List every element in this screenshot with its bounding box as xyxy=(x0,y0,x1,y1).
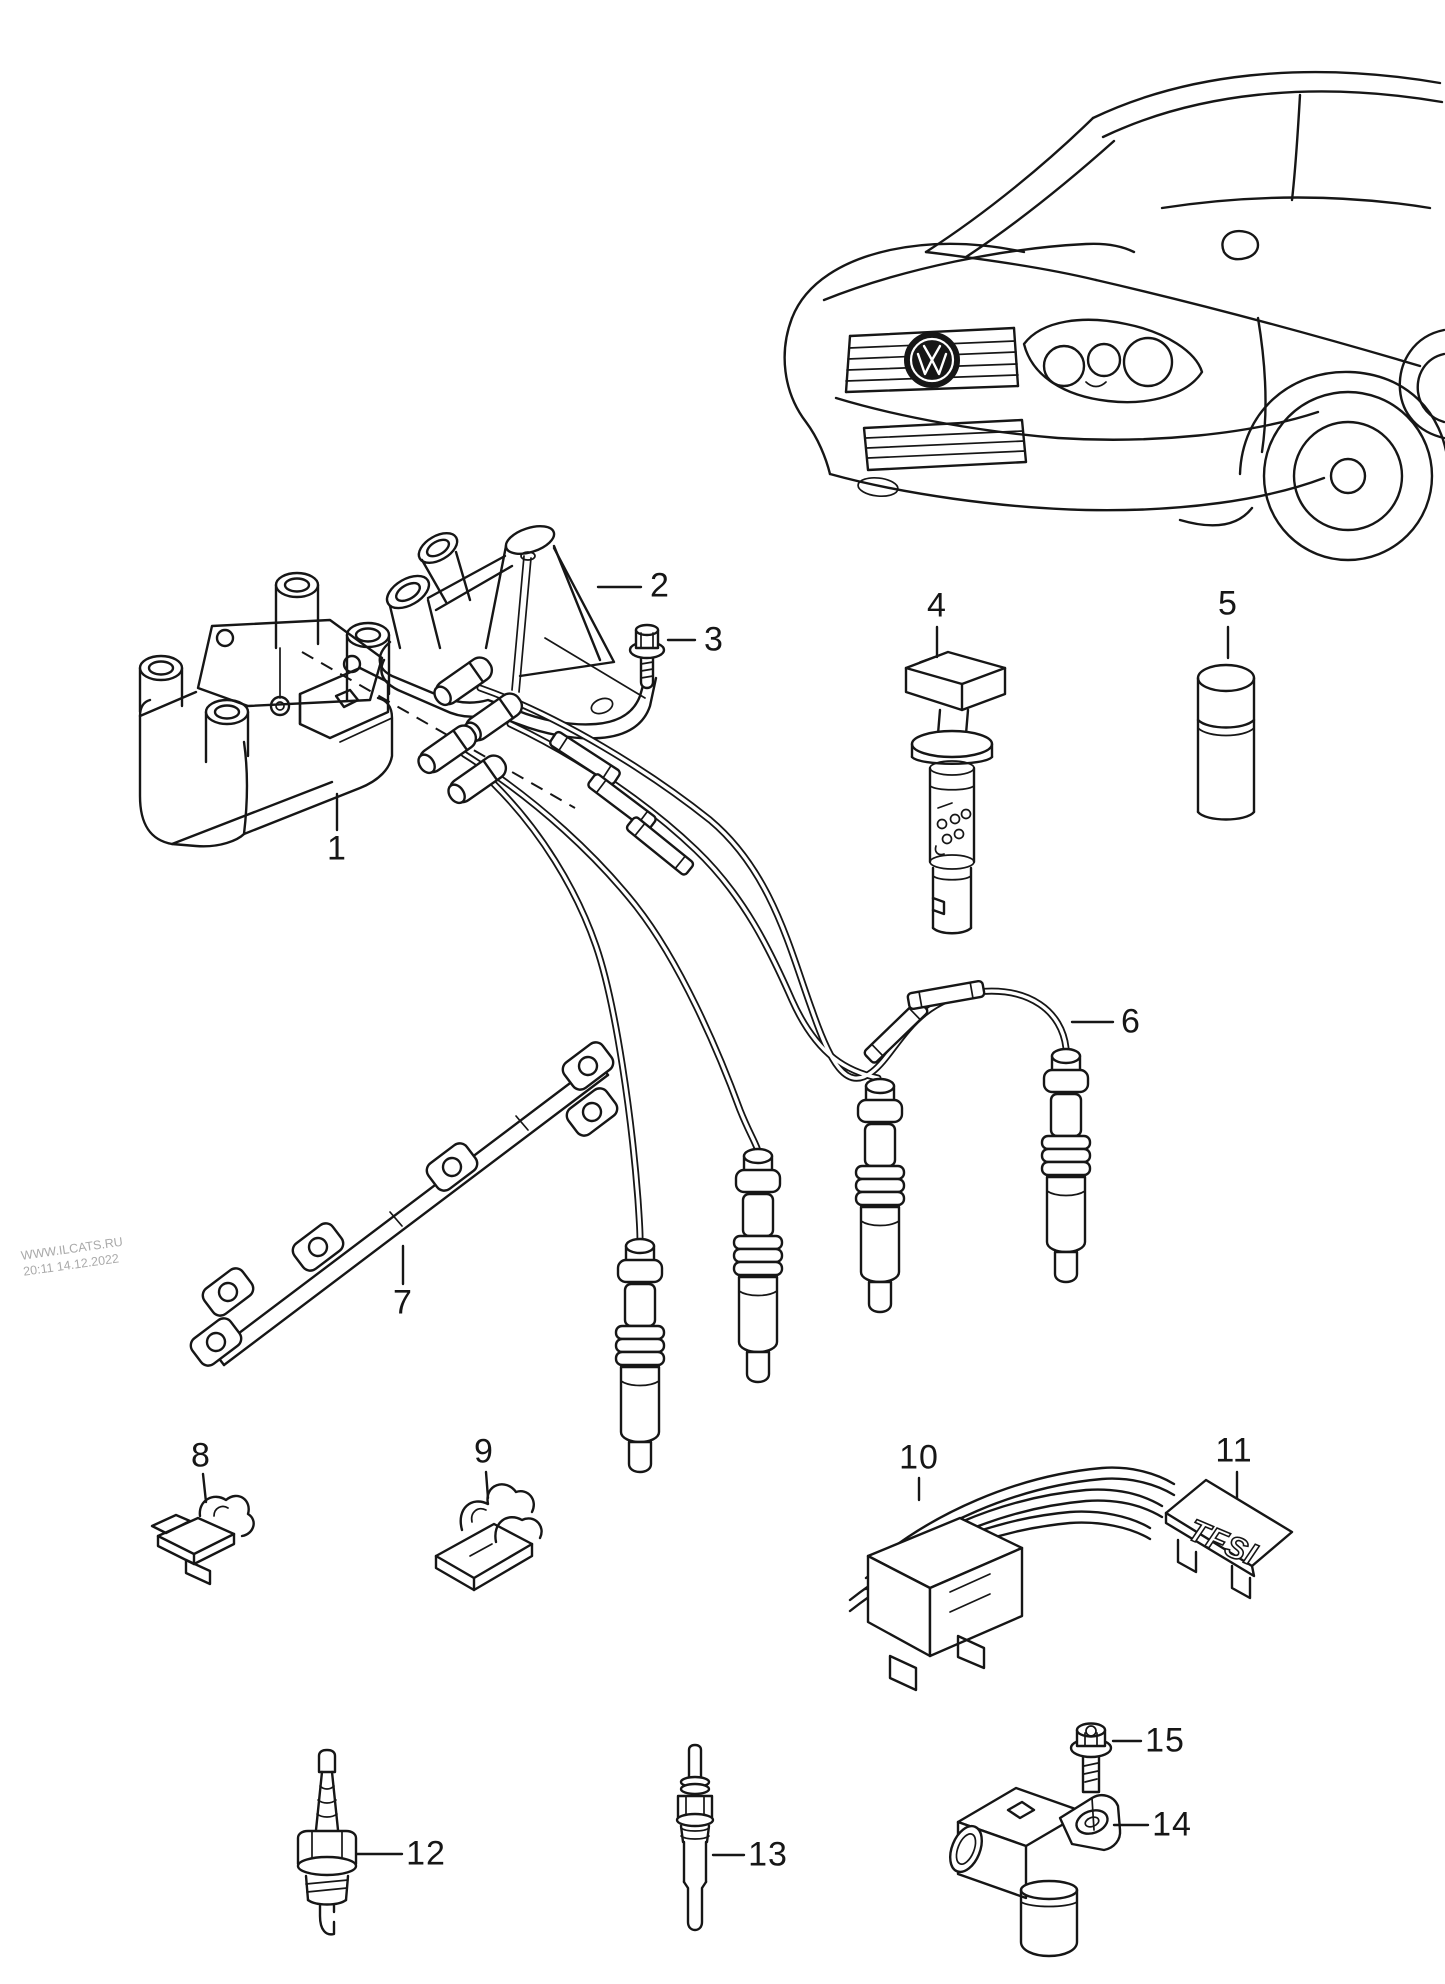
callout-11: 11 xyxy=(1215,1431,1253,1470)
part-5-can xyxy=(1198,665,1254,820)
callout-1: 1 xyxy=(327,829,347,868)
part-15-bolt xyxy=(1071,1724,1111,1831)
callout-8: 8 xyxy=(191,1436,211,1475)
part-10-cable-holder xyxy=(850,1468,1174,1690)
vw-badge-icon xyxy=(905,333,959,387)
part-1-ignition-coil-pack xyxy=(140,573,645,846)
car-front-wheel xyxy=(1180,372,1445,560)
callout-leader-lines xyxy=(203,587,1237,1855)
car-mirror xyxy=(1222,231,1258,259)
part-4-ignition-coil xyxy=(906,652,1005,933)
callout-15: 15 xyxy=(1145,1721,1185,1760)
callout-5: 5 xyxy=(1218,584,1238,623)
part-11-tfsi-plate: TFSI xyxy=(1166,1480,1292,1598)
callout-4: 4 xyxy=(927,586,947,625)
part-8-clip xyxy=(152,1496,254,1584)
part-12-spark-plug xyxy=(298,1750,356,1934)
part-3-bolt xyxy=(630,625,664,688)
callout-13: 13 xyxy=(748,1835,788,1874)
part-6-ignition-cable-set xyxy=(412,652,1092,1474)
part-13-glow-plug xyxy=(677,1745,713,1930)
part-14-sensor xyxy=(944,1788,1120,1956)
callout-3: 3 xyxy=(704,620,724,659)
car-headlight xyxy=(1024,320,1202,402)
callout-14: 14 xyxy=(1152,1805,1192,1844)
callout-6: 6 xyxy=(1121,1002,1141,1041)
callout-7: 7 xyxy=(393,1283,413,1322)
callout-10: 10 xyxy=(899,1438,939,1477)
part-9-clip xyxy=(436,1484,542,1590)
spark-plug-connectors xyxy=(614,1047,1092,1474)
car-outline xyxy=(785,72,1445,560)
callout-9: 9 xyxy=(474,1432,494,1471)
car-rear-wheel xyxy=(1400,330,1444,438)
callout-2: 2 xyxy=(650,566,670,605)
callout-12: 12 xyxy=(406,1834,446,1873)
part-7-mounting-rail xyxy=(186,1037,622,1371)
